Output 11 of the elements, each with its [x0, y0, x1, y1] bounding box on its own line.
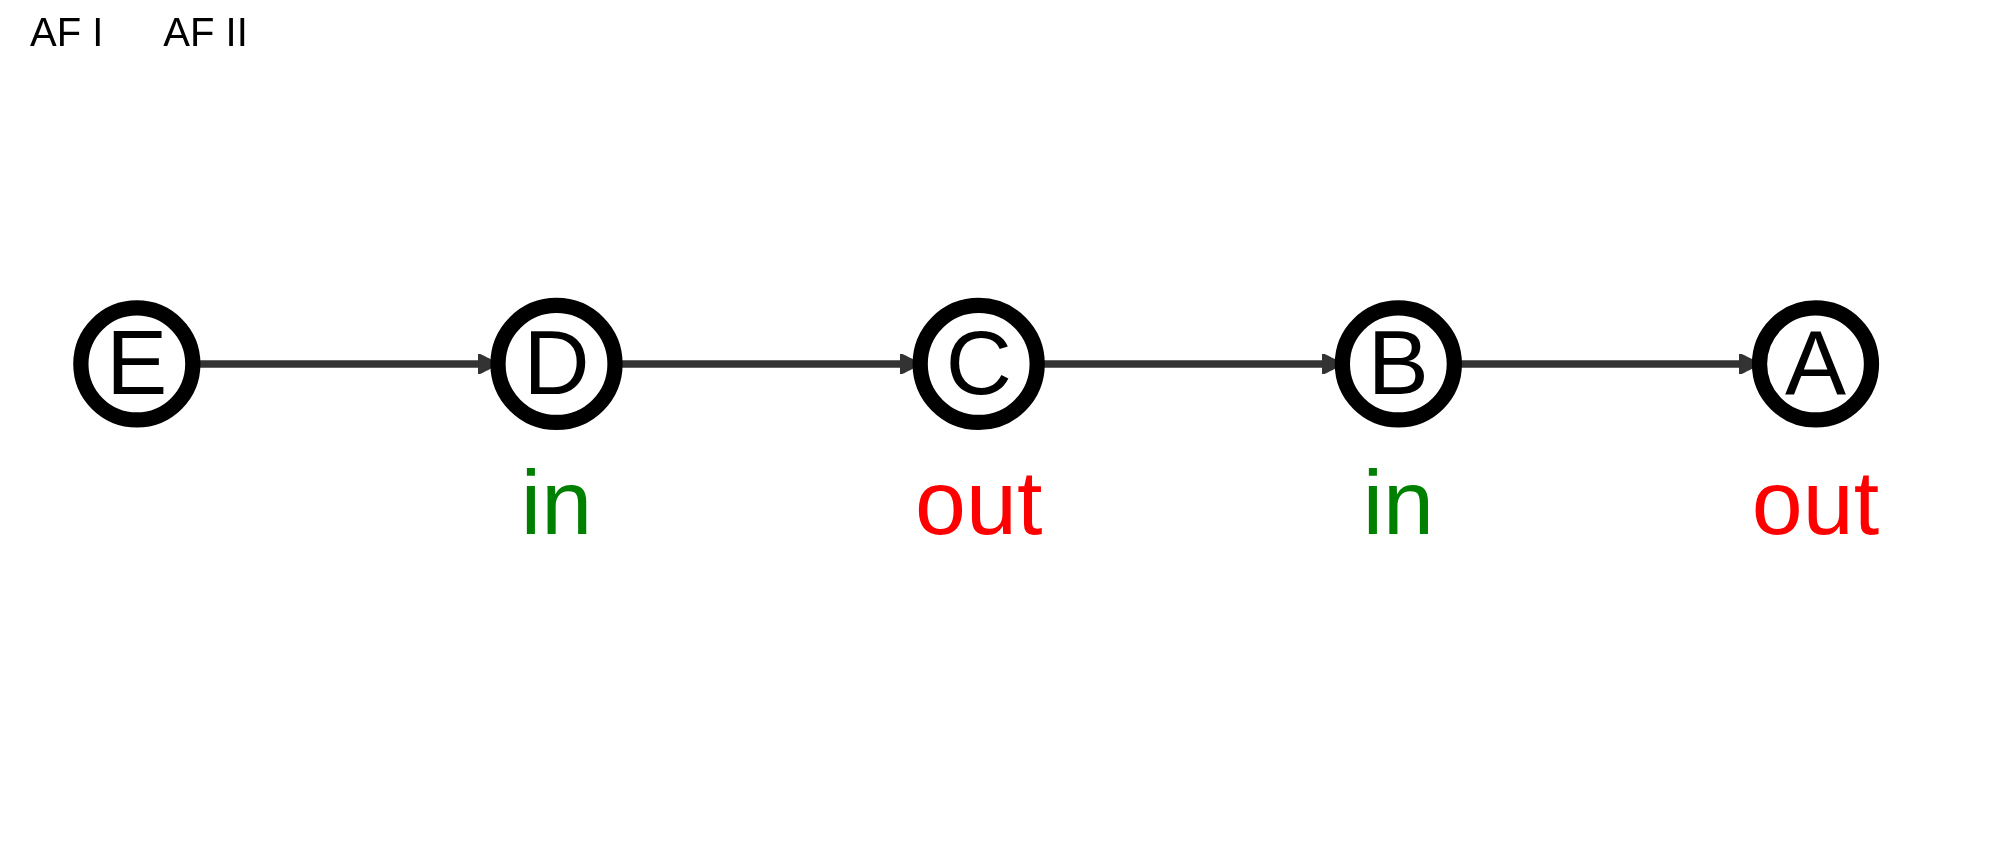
node-circle: E [73, 300, 201, 428]
region-label: AF II [163, 10, 248, 55]
node-note: out [1751, 451, 1880, 554]
node-note: in [1362, 451, 1434, 554]
node-note: out [915, 451, 1043, 554]
node-circle: B [1334, 300, 1462, 428]
node-circle: D [490, 297, 623, 431]
node-note: in [520, 451, 593, 554]
node-circle: A [1751, 300, 1880, 428]
node-circle: C [912, 297, 1045, 431]
region-label: AF I [30, 10, 104, 55]
